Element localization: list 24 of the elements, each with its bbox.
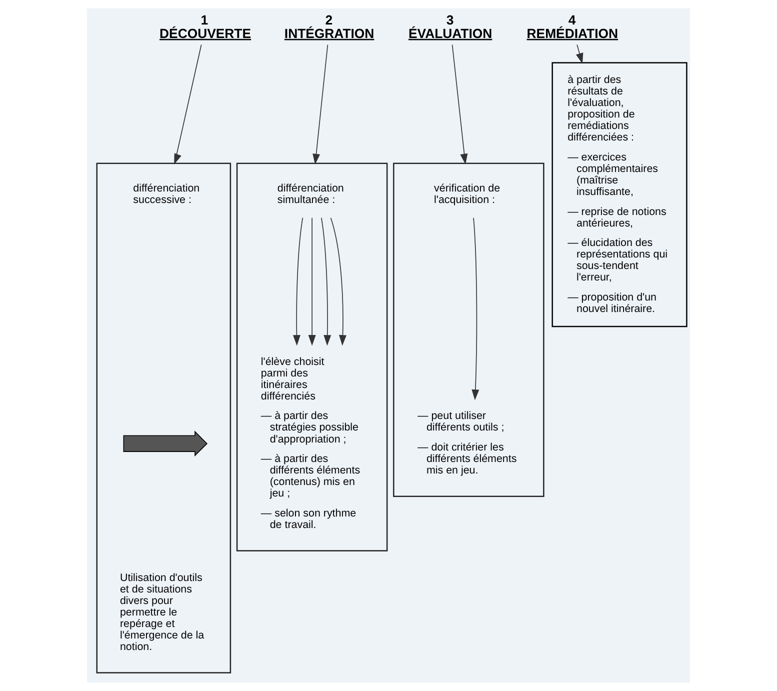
arrow xyxy=(472,217,480,400)
arrow xyxy=(308,217,316,346)
arrow xyxy=(312,44,328,165)
node-text: vérification de l'acquisition : xyxy=(434,182,500,206)
arrow xyxy=(292,217,304,346)
node-text: différenciation successive : xyxy=(133,182,200,206)
arrow xyxy=(320,217,332,346)
node-text: Utilisation d'outils et de situations divers pour permettre le repérage et l'émergence de la notion. xyxy=(120,572,204,654)
node-text: l'élève choisit parmi des itinéraires différenciés — à partir des stratégies possible d'appropriation ; — à partir des différents éléments (contenus) mis en jeu ; — selon son rythme de travail. xyxy=(260,356,360,532)
node-arrow xyxy=(123,430,208,457)
arrow xyxy=(330,217,346,346)
cluster xyxy=(96,162,232,674)
arrow xyxy=(576,44,584,64)
node-box: à partir des résultats de l'évaluation, proposition de remédiations différenciées : — exercices complémentaires (maîtrise insuffisante, — reprise de notions antérieures, — élucidation des représentations qui sous-tendent l'erreur, — proposition d'un nouvel itinéraire. xyxy=(552,62,688,328)
node-text: 2 INTÉGRATION xyxy=(284,12,374,41)
node-text: 1 DÉCOUVERTE xyxy=(160,12,252,41)
node-text: 3 ÉVALUATION xyxy=(408,12,492,41)
node-text: 4 REMÉDIATION xyxy=(526,12,618,41)
arrow xyxy=(452,44,468,165)
node-text: — peut utiliser différents outils ; — doit critérier les différents éléments mis en jeu. xyxy=(418,410,517,477)
cluster xyxy=(236,162,388,552)
node-text: différenciation simultanée : xyxy=(277,182,344,206)
arrow xyxy=(174,44,202,164)
cluster xyxy=(393,162,544,497)
